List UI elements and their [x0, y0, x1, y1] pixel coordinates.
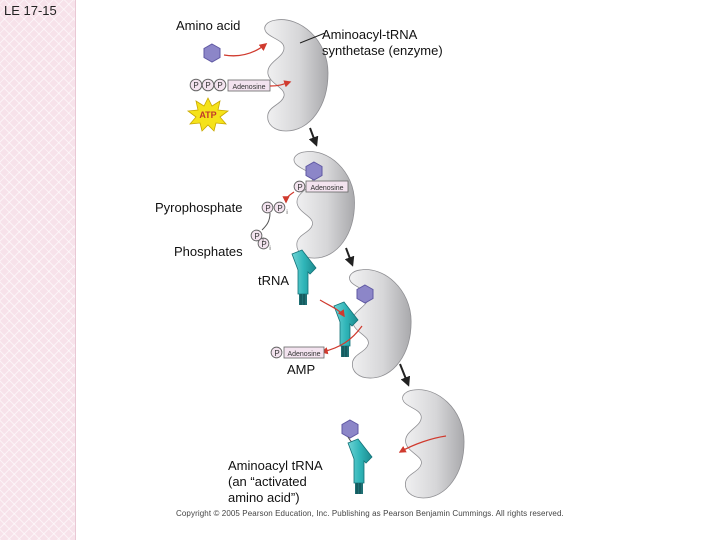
arrow-amp-release	[320, 325, 363, 355]
molecule-text: P P P Adenosine ATP P Adenosine P P i P …	[193, 81, 343, 358]
adenylate-adenosine-text: Adenosine	[310, 185, 343, 192]
decorative-side-panel	[0, 0, 78, 540]
atp-p1-text: P	[193, 81, 198, 90]
pyro-p1-text: P	[265, 204, 270, 213]
stage-1	[186, 19, 329, 147]
step-arrow-3	[399, 363, 411, 387]
adenylate-p-text: P	[297, 183, 302, 192]
amp-adenosine-box	[283, 346, 325, 359]
amino-acid-4	[341, 419, 359, 439]
synthetase-enzyme-4	[402, 389, 465, 499]
amino-acid-3	[356, 284, 374, 304]
atp-p2-text: P	[205, 81, 210, 90]
synthetase-enzyme-1	[264, 19, 329, 132]
arrow-atp-to-enzyme	[269, 80, 292, 88]
arrow-pyrophosphate-release	[282, 191, 295, 204]
stage-3	[270, 249, 412, 387]
phosphates-label: Phosphates	[174, 244, 243, 259]
step-arrow-2	[344, 247, 355, 267]
synthetase-label-line2: synthetase (enzyme)	[322, 43, 443, 58]
aminoacyl-trna	[347, 438, 373, 495]
arrow-amino-acid-to-enzyme	[223, 43, 268, 57]
trna-label: tRNA	[258, 273, 290, 288]
arrow-product-release	[398, 435, 447, 453]
phosphate-2-text: P	[261, 240, 266, 249]
product-label-line3: amino acid”)	[228, 490, 300, 505]
atp-text: ATP	[199, 110, 216, 120]
amp-adenosine-text: Adenosine	[287, 351, 320, 358]
atp-burst-icon	[186, 97, 230, 132]
arrow-trna-entry	[319, 299, 345, 318]
amino-acid-1	[203, 43, 221, 63]
phosphate-1-subscript: i	[262, 238, 263, 244]
synthetase-enzyme-2	[293, 151, 355, 259]
enzyme-label-leader	[299, 32, 326, 44]
stage-4	[341, 389, 465, 499]
stage-2	[250, 151, 355, 267]
amp-p-text: P	[274, 349, 279, 358]
step-arrow-1	[308, 127, 319, 147]
atp-adenosine-text: Adenosine	[232, 84, 265, 91]
pyro-p2-text: P	[277, 204, 282, 213]
product-label-line2: (an “activated	[228, 474, 307, 489]
amp-label: AMP	[287, 362, 316, 377]
adenylate-adenosine-box	[305, 180, 349, 193]
amino-acid-label: Amino acid	[176, 18, 241, 33]
amino-acid-2	[305, 161, 323, 181]
panel-divider	[76, 0, 78, 540]
pyrophosphate-label: Pyrophosphate	[155, 200, 243, 215]
atp-p3-text: P	[217, 81, 222, 90]
copyright-notice: Copyright © 2005 Pearson Education, Inc.…	[176, 509, 564, 518]
pyro-subscript-i: i	[286, 210, 287, 216]
phosphate-1-text: P	[254, 232, 259, 241]
synthetase-label-line1: Aminoacyl-tRNA	[322, 27, 418, 42]
slide-label: LE 17-15	[4, 3, 57, 18]
phosphate-2-subscript: i	[269, 246, 270, 252]
hydrolysis-link	[261, 212, 271, 231]
synthetase-enzyme-3	[349, 269, 412, 379]
product-label-line1: Aminoacyl tRNA	[228, 458, 323, 473]
